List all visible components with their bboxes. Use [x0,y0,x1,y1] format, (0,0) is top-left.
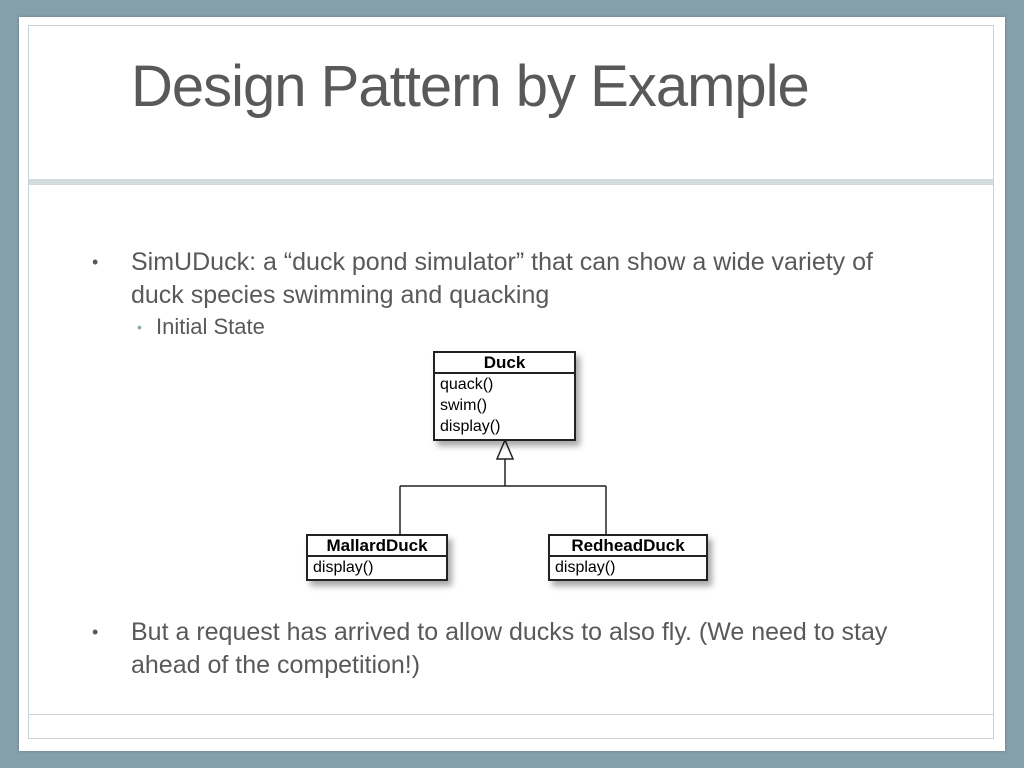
slide-title: Design Pattern by Example [131,54,810,119]
footer-divider [29,714,993,715]
bullet-dot: • [92,252,99,272]
mallard-method: display() [313,559,374,576]
bullet-2-text: But a request has arrived to allow ducks… [131,618,888,679]
redhead-class-name: RedheadDuck [550,536,706,557]
duck-class-name: Duck [435,353,574,374]
bullet-dot: • [92,622,99,642]
sub-bullet-text: Initial State [156,314,265,339]
redhead-class-box: RedheadDuck display() [548,534,708,581]
mallard-class-box: MallardDuck display() [306,534,448,581]
bullet-1: • SimUDuck: a “duck pond simulator” that… [92,246,891,312]
duck-method: swim() [440,397,488,414]
inheritance-arrowhead [495,438,515,460]
mallard-class-name: MallardDuck [308,536,446,557]
slide-frame [28,25,994,739]
duck-method: quack() [440,376,494,393]
duck-class-box: Duck quack() swim() display() [433,351,576,441]
title-divider [29,179,993,185]
sub-bullet: • Initial State [137,313,265,341]
sub-bullet-dot: • [137,319,142,335]
bullet-1-text: SimUDuck: a “duck pond simulator” that c… [131,248,873,309]
bullet-2: • But a request has arrived to allow duc… [92,616,891,682]
duck-method: display() [440,418,501,435]
redhead-method: display() [555,559,616,576]
